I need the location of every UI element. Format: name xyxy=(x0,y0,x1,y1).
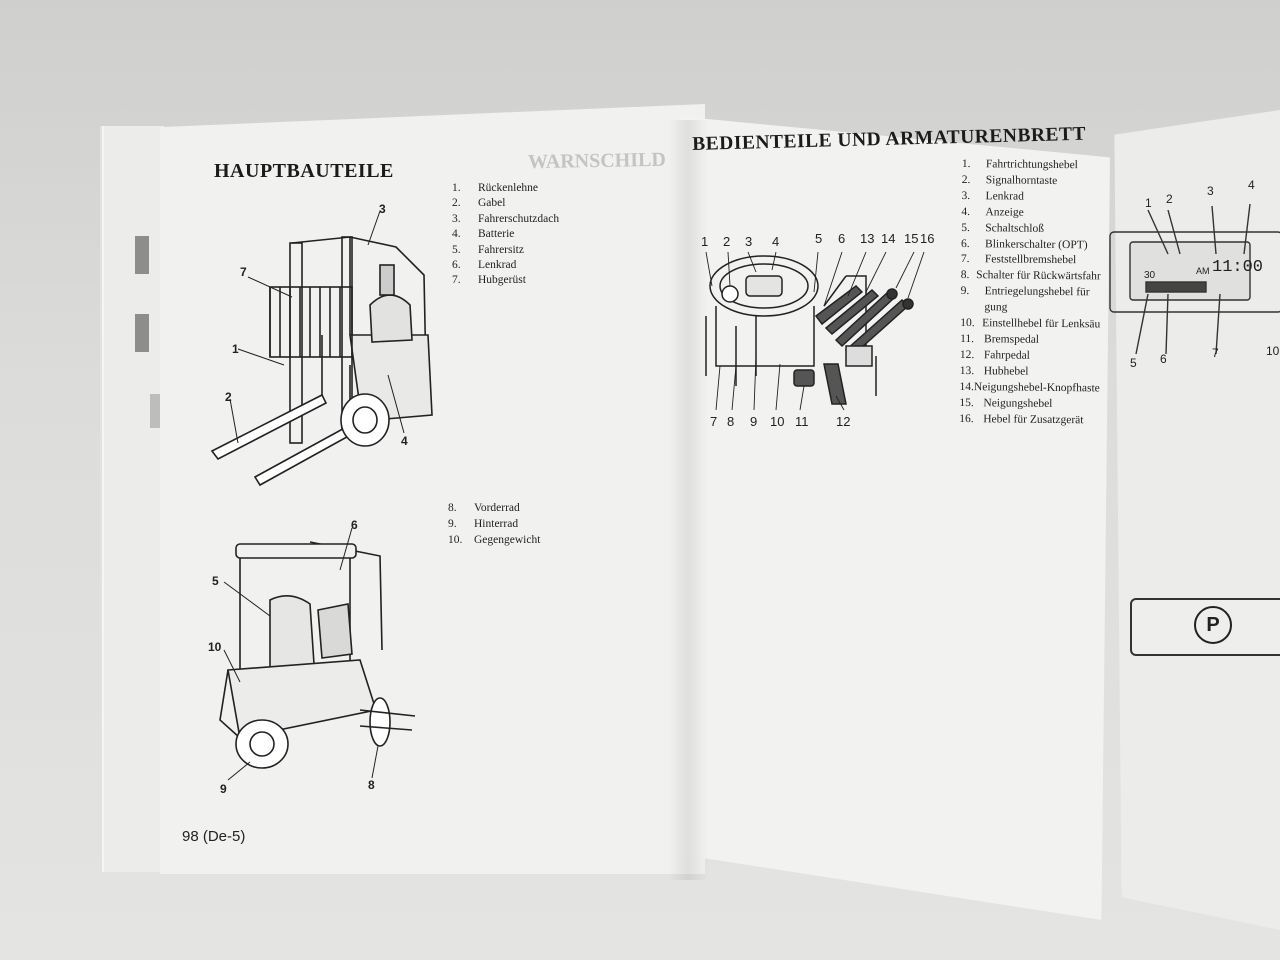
callout-label: 13 xyxy=(860,231,875,246)
dashboard-controls-illustration xyxy=(705,251,925,411)
display-speed: 30 xyxy=(1144,270,1156,281)
callout-label: 16 xyxy=(920,231,935,246)
callout-label: 2 xyxy=(225,390,232,404)
callout-label: 4 xyxy=(772,234,780,249)
page-number: 98 (De-5) xyxy=(182,828,246,845)
list-item: 5.Fahrersitz xyxy=(452,243,524,256)
callout-label: 8 xyxy=(727,414,735,429)
display-clock: 11:00 xyxy=(1212,258,1264,277)
callout-label: 3 xyxy=(745,234,753,249)
callout-label: 5 xyxy=(815,231,823,246)
index-tab xyxy=(135,314,149,352)
callout-label: 1 xyxy=(232,342,239,356)
callout-label: 10 xyxy=(208,640,222,654)
show-through-text: WARNSCHILD xyxy=(527,148,666,174)
callout-label: 6 xyxy=(1160,352,1167,366)
forklift-front-illustration xyxy=(210,210,433,487)
list-item: 9.Entriegelungshebel für xyxy=(960,285,1090,299)
list-item: 2.Gabel xyxy=(452,197,506,210)
callout-label: 11 xyxy=(795,414,809,429)
list-item: 16.Hebel für Zusatzgerät xyxy=(959,412,1084,426)
callout-label: 12 xyxy=(836,414,851,429)
list-item: 1.Rückenlehne xyxy=(452,182,539,194)
display-panel-illustration xyxy=(1109,203,1280,355)
right-page xyxy=(680,116,1110,920)
list-item: 9.Hinterrad xyxy=(448,518,519,530)
callout-label: 6 xyxy=(838,231,846,246)
section-title-main-parts: HAUPTBAUTEILE xyxy=(214,160,394,182)
callout-label: 2 xyxy=(1166,192,1173,206)
callout-label: 3 xyxy=(379,202,386,216)
list-item: 4.Batterie xyxy=(452,228,515,241)
list-item: 13.Hubhebel xyxy=(959,364,1029,378)
callout-label: 1 xyxy=(1145,196,1152,210)
list-item: 2.Signalhorntaste xyxy=(961,173,1058,187)
list-item: 4.Anzeige xyxy=(961,205,1024,219)
parking-brake-icon: P xyxy=(1194,606,1232,644)
callout-label: 10 xyxy=(770,414,785,429)
list-item: 1.Fahrtrichtungshebel xyxy=(961,157,1078,172)
list-item: 6.Blinkerschalter (OPT) xyxy=(961,237,1088,251)
forklift-rear-illustration xyxy=(219,527,416,781)
book-gutter xyxy=(668,120,708,880)
callout-label: 14 xyxy=(881,231,896,246)
list-item: 10.Einstellhebel für Lenksäu xyxy=(960,317,1101,331)
callout-label: 7 xyxy=(240,265,247,279)
list-item: 12.Fahrpedal xyxy=(959,348,1030,362)
callout-label: 7 xyxy=(710,414,718,429)
callout-label: 1 xyxy=(701,234,709,249)
parts-list-a: 1.Rückenlehne 2.Gabel 3.Fahrerschutzdach… xyxy=(452,181,559,289)
index-tab xyxy=(135,236,149,274)
parts-list-b: 8.Vorderrad 9.Hinterrad 10.Gegengewicht xyxy=(448,500,540,548)
list-item: 3.Lenkrad xyxy=(961,189,1024,203)
list-item: 10.Gegengewicht xyxy=(448,534,541,546)
callout-label: 4 xyxy=(1248,178,1255,192)
list-item: 7.Hubgerüst xyxy=(452,274,526,287)
list-item: 8.Schalter für Rückwärtsfahr xyxy=(960,269,1101,283)
list-item: 15.Neigungshebel xyxy=(959,396,1053,410)
callout-label: 3 xyxy=(1207,184,1214,198)
callout-label: 9 xyxy=(750,414,758,429)
callout-label: 5 xyxy=(212,574,219,588)
callout-label: 6 xyxy=(351,518,358,532)
list-item: 6.Lenkrad xyxy=(452,259,517,272)
page-stack-edge xyxy=(104,126,165,872)
list-item: 14.Neigungshebel-Knopfhaster xyxy=(959,380,1102,395)
callout-label: 2 xyxy=(723,234,731,249)
callout-label: 8 xyxy=(368,778,375,792)
list-item: 7.Feststellbremshebel xyxy=(960,253,1077,267)
display-am: AM xyxy=(1196,266,1210,276)
list-item: 5.Schaltschloß xyxy=(961,221,1045,235)
callout-label: 15 xyxy=(904,231,919,246)
list-item: 8.Vorderrad xyxy=(448,502,520,514)
controls-list: 1.Fahrtrichtungshebel 2.Signalhorntaste … xyxy=(959,157,1102,429)
callout-label: 10 xyxy=(1266,344,1280,358)
callout-label: 5 xyxy=(1130,356,1137,370)
callout-label: 9 xyxy=(220,782,227,796)
list-item: 11.Bremspedal xyxy=(960,332,1040,346)
callout-label: 4 xyxy=(401,434,408,448)
list-item: 3.Fahrerschutzdach xyxy=(452,212,560,225)
list-item: gung xyxy=(984,301,1008,314)
callout-label: 7 xyxy=(1212,346,1219,360)
